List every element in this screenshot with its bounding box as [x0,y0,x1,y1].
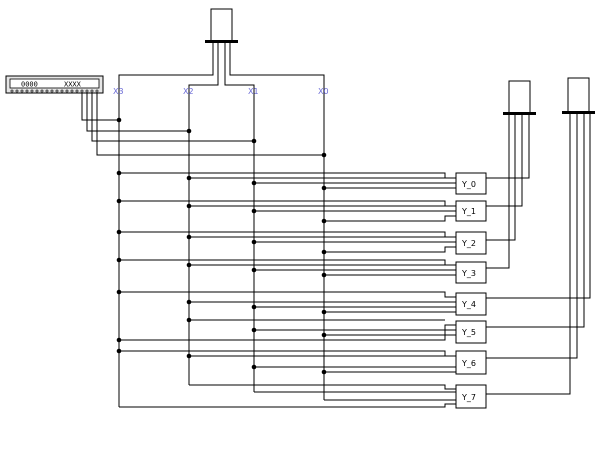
gate-label: Y_6 [461,359,476,368]
input-label-x2: X2 [183,87,194,96]
gate-label: Y_1 [461,207,476,216]
input-display: 0000 XXXX [5,75,104,94]
right-connector-a [503,80,536,115]
gates: Y_0 Y_1 Y_2 Y_3 Y_4 Y_5 Y_6 Y_7 [455,172,487,409]
gate-label: Y_7 [461,393,476,402]
gate-y2: Y_2 [455,231,487,255]
junction-dots [116,117,327,375]
gate-y7: Y_7 [455,384,487,409]
gate-y6: Y_6 [455,350,487,375]
display-pins [10,89,99,93]
gate-y0: Y_0 [455,172,487,195]
input-lines [118,95,325,407]
input-label-x3: X3 [113,87,124,96]
input-label-x0: X0 [318,87,329,96]
display-left-value: 0000 [21,81,38,89]
gate-label: Y_2 [461,239,476,248]
gate-y3: Y_3 [455,261,487,284]
gate-label: Y_0 [461,180,476,189]
gate-label: Y_3 [461,269,476,278]
right-connector-b [562,77,595,114]
top-connector [118,8,325,155]
gate-input-wires [119,172,456,408]
gate-y5: Y_5 [455,320,487,344]
input-label-x1: X1 [248,87,259,96]
input-labels: X3 X2 X1 X0 [113,87,329,96]
gate-y1: Y_1 [455,200,487,222]
gate-label: Y_4 [461,300,476,309]
gate-output-wires [486,114,591,395]
gate-y4: Y_4 [455,292,487,316]
display-right-value: XXXX [64,81,82,89]
display-wires [81,93,324,156]
gate-label: Y_5 [461,328,476,337]
